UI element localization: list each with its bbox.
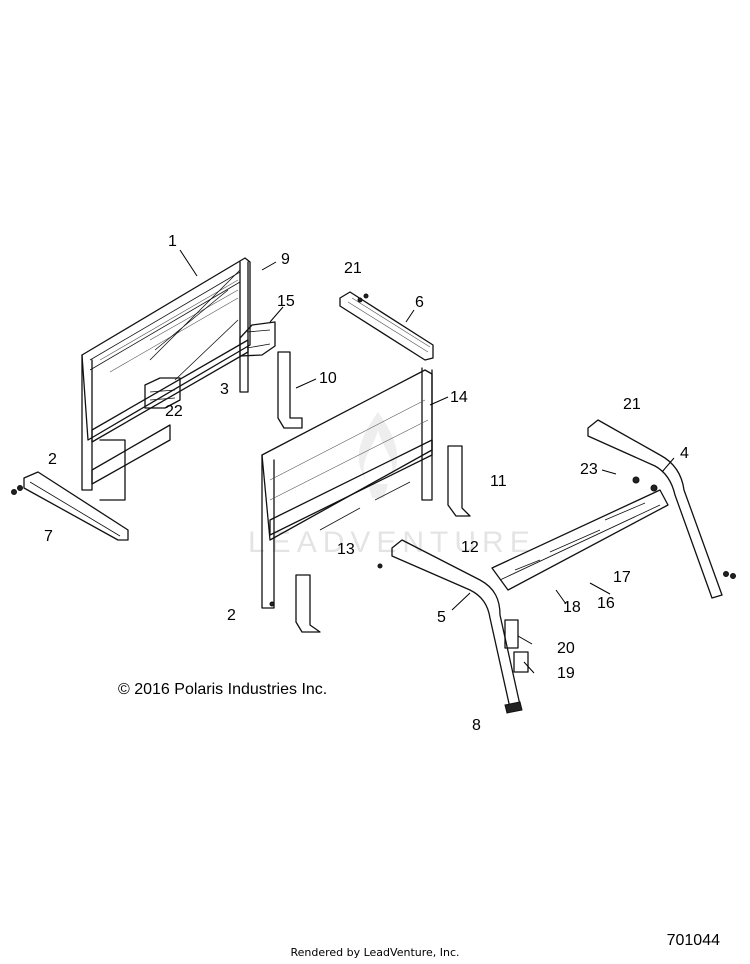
callout-10: 10 xyxy=(319,370,337,387)
callout-8: 8 xyxy=(472,717,481,734)
part-11-bracket xyxy=(447,445,471,517)
watermark: LEADVENTURE xyxy=(248,526,536,559)
part-19-20-bracket xyxy=(504,619,529,673)
callout-2b: 2 xyxy=(227,607,236,624)
callout-21b: 21 xyxy=(623,396,641,413)
drawing-number: 701044 xyxy=(666,932,720,949)
part-4-tube xyxy=(587,419,723,599)
rendered-by-text: Rendered by LeadVenture, Inc. xyxy=(290,946,460,959)
callout-19: 19 xyxy=(557,665,575,682)
callout-16: 16 xyxy=(597,595,615,612)
part-14-frame xyxy=(261,367,433,609)
callout-18: 18 xyxy=(563,599,581,616)
callout-5: 5 xyxy=(437,609,446,626)
callout-14: 14 xyxy=(450,389,468,406)
callout-21a: 21 xyxy=(344,260,362,277)
callout-6: 6 xyxy=(415,294,424,311)
callout-11: 11 xyxy=(490,473,507,490)
callout-15: 15 xyxy=(277,293,295,310)
callout-17: 17 xyxy=(613,569,631,586)
callout-1: 1 xyxy=(168,233,177,250)
copyright-text: © 2016 Polaris Industries Inc. xyxy=(118,681,328,698)
part-16-panel xyxy=(491,489,669,591)
part-10-bracket xyxy=(277,351,303,429)
callout-20: 20 xyxy=(557,640,575,657)
callout-23: 23 xyxy=(580,461,598,478)
callout-13: 13 xyxy=(337,541,355,558)
callout-7: 7 xyxy=(44,528,53,545)
part-7-bar xyxy=(23,471,129,541)
part-6-beam xyxy=(339,291,434,361)
part-1-cab-frame xyxy=(81,257,251,501)
hardware-fasteners xyxy=(11,293,736,607)
part-bracket-lower xyxy=(295,574,321,633)
part-5-tube xyxy=(391,539,523,714)
callout-4: 4 xyxy=(680,445,689,462)
leader-lines xyxy=(179,249,675,674)
callout-3: 3 xyxy=(220,381,229,398)
part-15-light xyxy=(239,321,276,357)
callout-2a: 2 xyxy=(48,451,57,468)
part-22-light xyxy=(144,377,181,409)
callout-9: 9 xyxy=(281,251,290,268)
callout-12: 12 xyxy=(461,539,479,556)
callout-22: 22 xyxy=(165,403,183,420)
